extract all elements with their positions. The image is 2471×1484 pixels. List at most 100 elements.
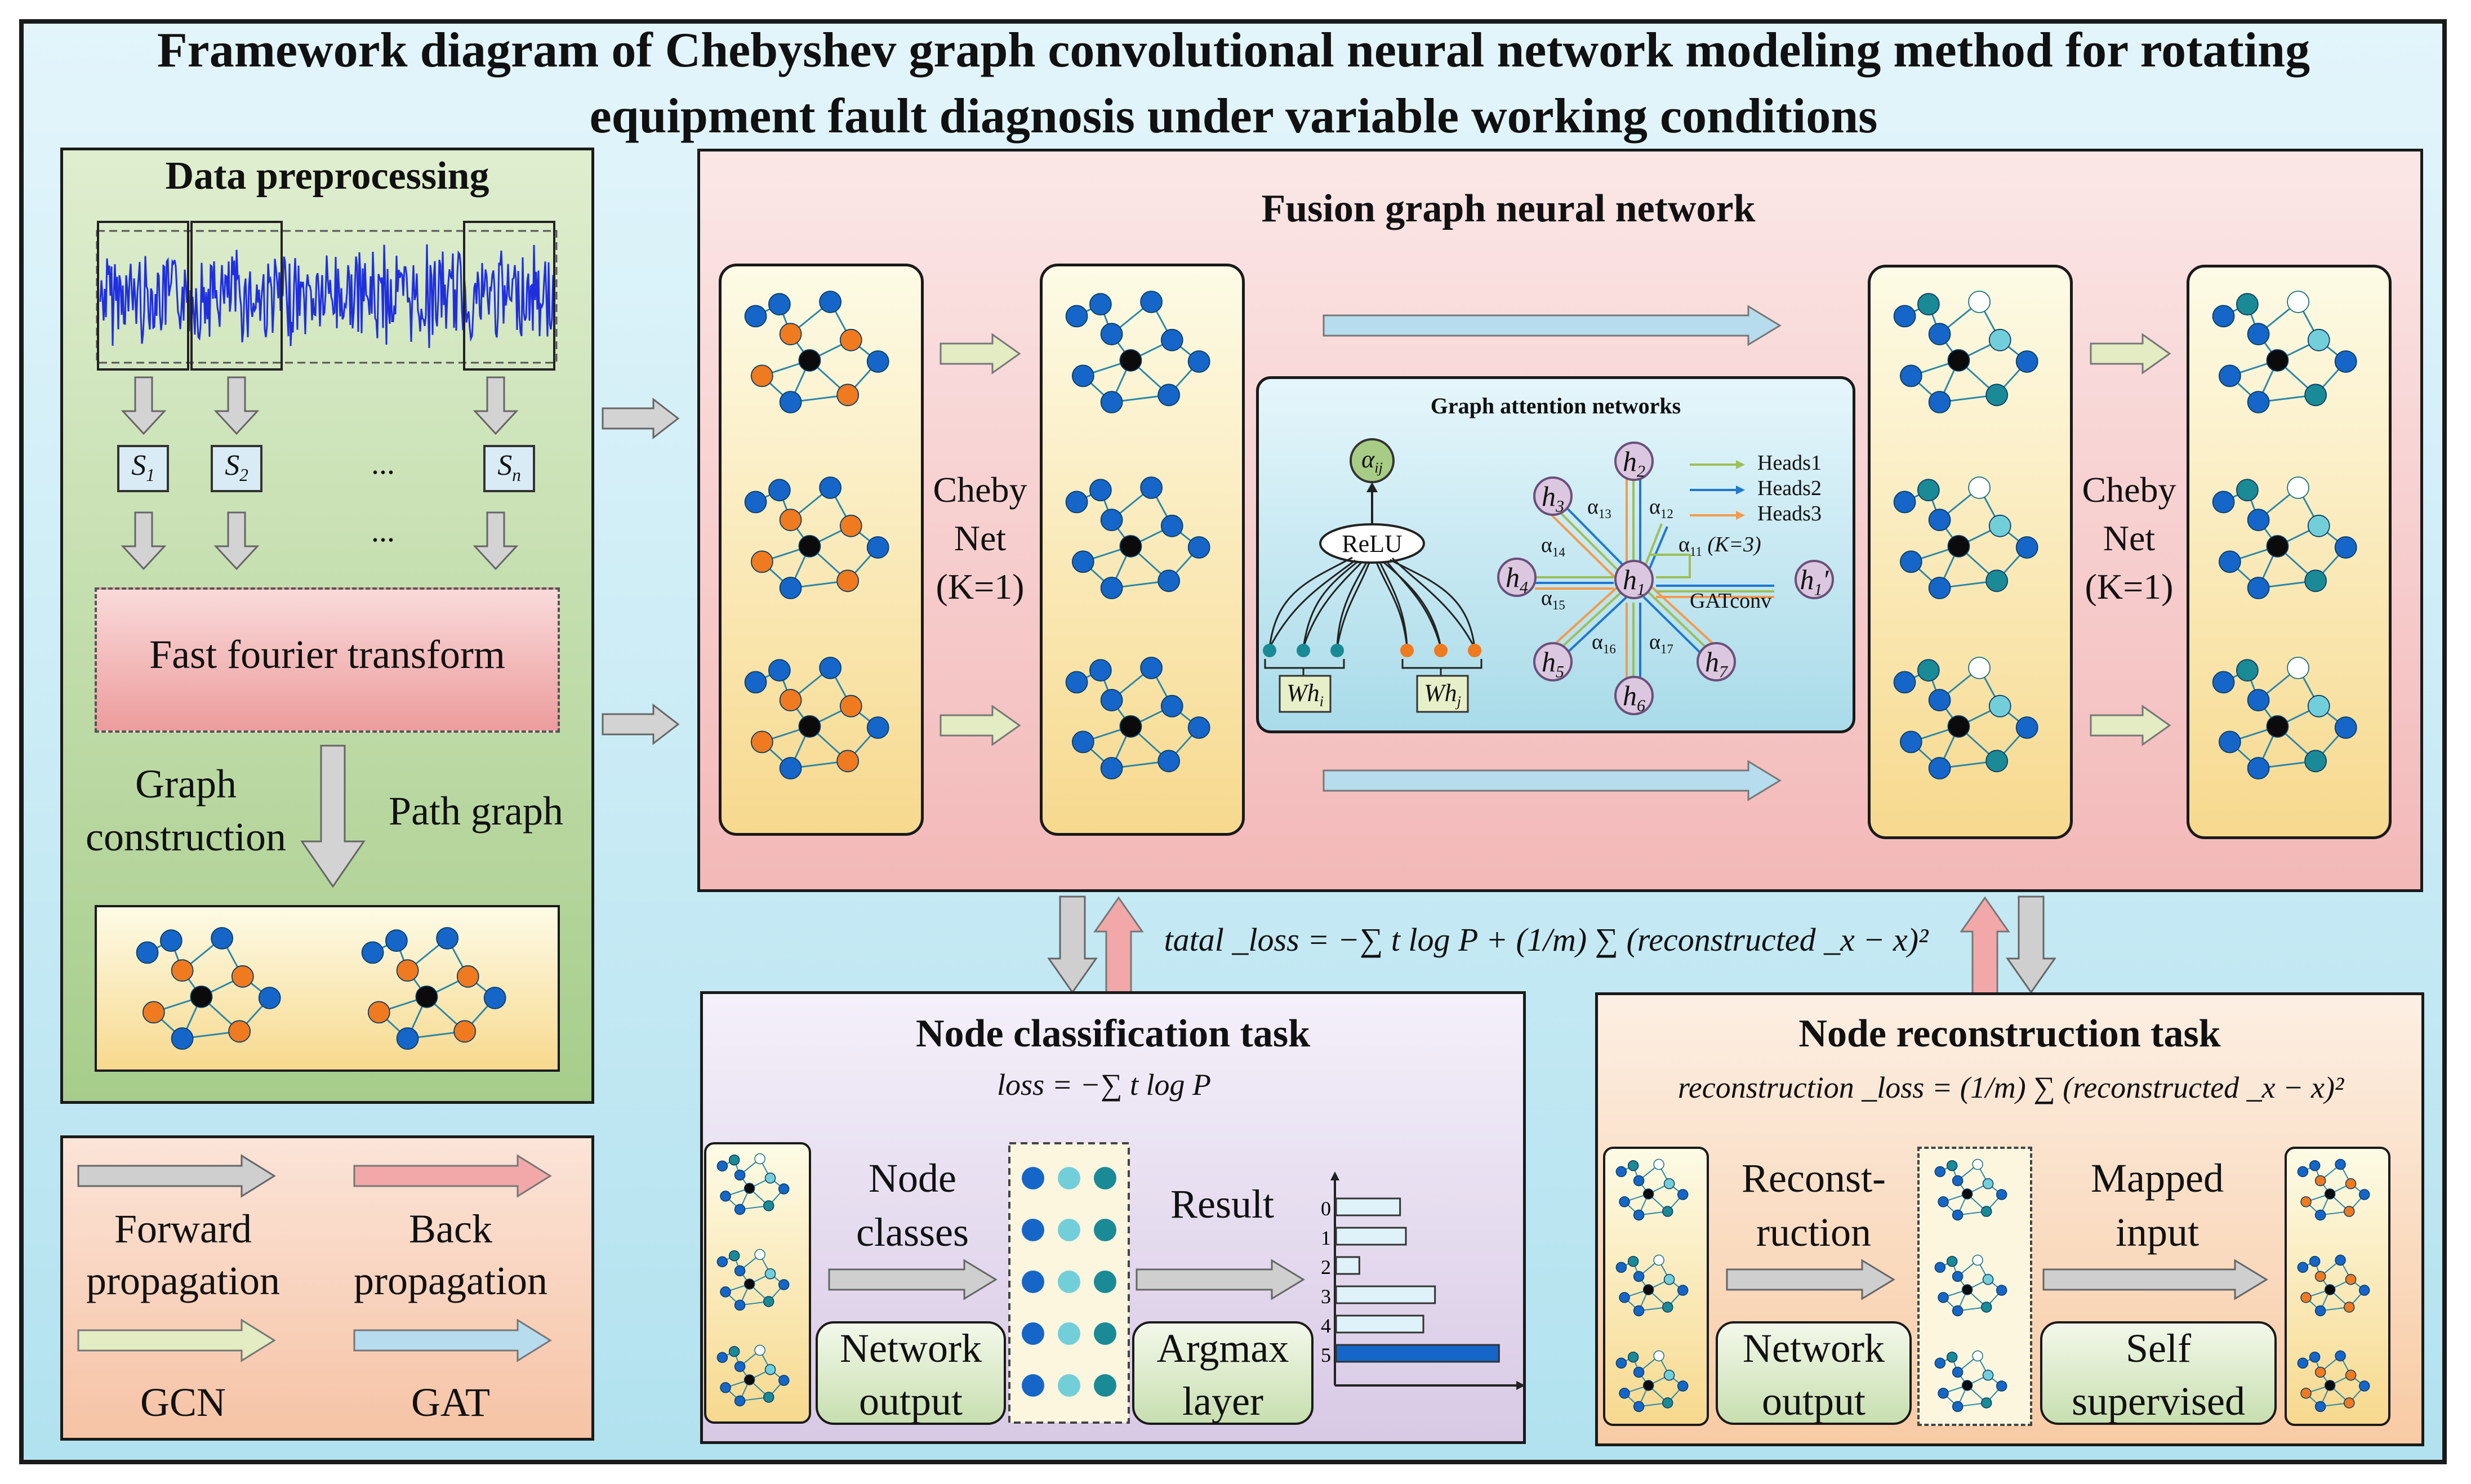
graph-node: [1065, 491, 1088, 514]
graph-node: [190, 985, 213, 1008]
bar: [1335, 1285, 1436, 1304]
gat-node-h5: h5: [1533, 642, 1573, 681]
classification-input-graph-3: [716, 1344, 790, 1407]
class-score-dot: [1094, 1374, 1116, 1397]
forward-arrow-legend: [77, 1154, 276, 1198]
bar-label: 3: [1321, 1285, 1331, 1308]
segment-s1-label: S1: [131, 449, 155, 485]
graph-node: [2314, 1401, 2326, 1412]
graph-node: [1996, 1189, 2007, 1200]
graph-node: [159, 929, 182, 952]
graph-node: [1633, 1175, 1645, 1187]
graph-node: [1952, 1401, 1964, 1412]
graph-node: [839, 514, 862, 537]
graph-node: [2015, 350, 2038, 373]
graph-node: [836, 750, 860, 773]
graph-node: [1893, 671, 1916, 694]
graph-node: [1968, 476, 1991, 499]
graph-node: [258, 987, 281, 1009]
gat-arrow-legend: [353, 1318, 552, 1362]
graph-node: [1968, 657, 1991, 679]
segment-sn-label: Sn: [497, 449, 521, 485]
class-score-dot: [1058, 1271, 1080, 1293]
node-classes-arrow: [828, 1259, 998, 1300]
graph-node: [1119, 349, 1142, 372]
data-preprocessing-heading: Data preprocessing: [165, 154, 489, 198]
graph-node: [2343, 1302, 2355, 1313]
graph-node: [764, 1364, 776, 1375]
preprocess-arrows-row2: [121, 511, 519, 571]
graph-node: [720, 1191, 731, 1202]
graph-node: [1980, 1206, 1992, 1217]
title-line-1: Framework diagram of Chebyshev graph con…: [157, 23, 2310, 78]
alpha-12-label: α12: [1649, 495, 1673, 521]
segment-s1: [117, 445, 169, 492]
graph-node: [1677, 1380, 1689, 1392]
class-score-dot: [1058, 1219, 1080, 1241]
graph-node: [1140, 291, 1163, 313]
graph-node: [1988, 514, 2011, 537]
graph-node: [2304, 384, 2327, 407]
graph-node: [744, 671, 767, 694]
bar: [1335, 1227, 1407, 1246]
network-output-line2: output: [858, 1379, 963, 1424]
wh-j-label: Whj: [1424, 679, 1461, 710]
mapped-output-graph-3: [2297, 1350, 2370, 1412]
chebynet-right-line1: Cheby: [2082, 470, 2176, 510]
gat-arrow-bottom: [1323, 760, 1782, 801]
graph-node: [1917, 293, 1940, 316]
graph-node: [1988, 328, 2011, 351]
back-arrow-legend: [353, 1154, 552, 1198]
fusion-input-graph-3: [744, 657, 889, 779]
graph-node: [779, 509, 802, 532]
graph-node: [1089, 479, 1112, 502]
gat-arrow-top: [1323, 305, 1782, 346]
graph-node: [798, 534, 821, 558]
graph-node: [1642, 1380, 1654, 1391]
fft-label: Fast fourier transform: [149, 632, 505, 677]
graph-node: [750, 730, 773, 754]
graph-node: [228, 1020, 251, 1043]
graph-node: [2218, 550, 2241, 573]
node-classification-heading: Node classification task: [916, 1012, 1310, 1055]
gat-node-h7: h7: [1697, 642, 1736, 681]
heads-3-label: Heads3: [1757, 502, 1822, 525]
graph-node: [1899, 364, 1922, 387]
fft-box: [95, 587, 560, 733]
class-score-dot: [1022, 1167, 1044, 1189]
bar-label: 5: [1321, 1344, 1331, 1366]
alpha-17-label: α17: [1649, 630, 1673, 656]
gat-output-graph-3: [1893, 657, 2038, 779]
class-score-dot: [1058, 1167, 1080, 1189]
graph-node: [1947, 349, 1970, 372]
heads-2-label: Heads2: [1757, 476, 1822, 500]
graph-node: [779, 577, 802, 599]
gcn-arrow-3: [2090, 333, 2171, 375]
bar: [1335, 1314, 1424, 1334]
graph-node: [1160, 328, 1183, 351]
class-score-dot: [1022, 1219, 1044, 1241]
graph-node: [1917, 479, 1940, 502]
graph-node: [716, 1160, 728, 1172]
argmax-line1: Argmax: [1156, 1326, 1289, 1371]
class-score-dot: [1058, 1374, 1080, 1397]
graph-node: [1677, 1189, 1689, 1200]
final-output-graphs: [2187, 265, 2392, 839]
graph-node: [2300, 1388, 2312, 1399]
graph-node: [1968, 291, 1991, 313]
graph-node: [2287, 291, 2309, 313]
reconstruction-network-output-line2: output: [1761, 1379, 1866, 1424]
graph-node: [743, 1183, 755, 1194]
graph-node: [2287, 657, 2309, 679]
classification-input-graphs: [704, 1142, 811, 1424]
graph-node: [1615, 1166, 1627, 1178]
graph-node: [1996, 1380, 2007, 1392]
graph-node: [1140, 657, 1163, 679]
graph-node: [1996, 1285, 2007, 1296]
graph-node: [1663, 1370, 1675, 1381]
alpha-11-label: α11 (K=3): [1679, 533, 1761, 559]
graph-node: [1642, 1284, 1654, 1295]
graph-node: [1100, 509, 1123, 532]
graph-node: [1663, 1178, 1675, 1189]
graph-node: [778, 1183, 790, 1195]
